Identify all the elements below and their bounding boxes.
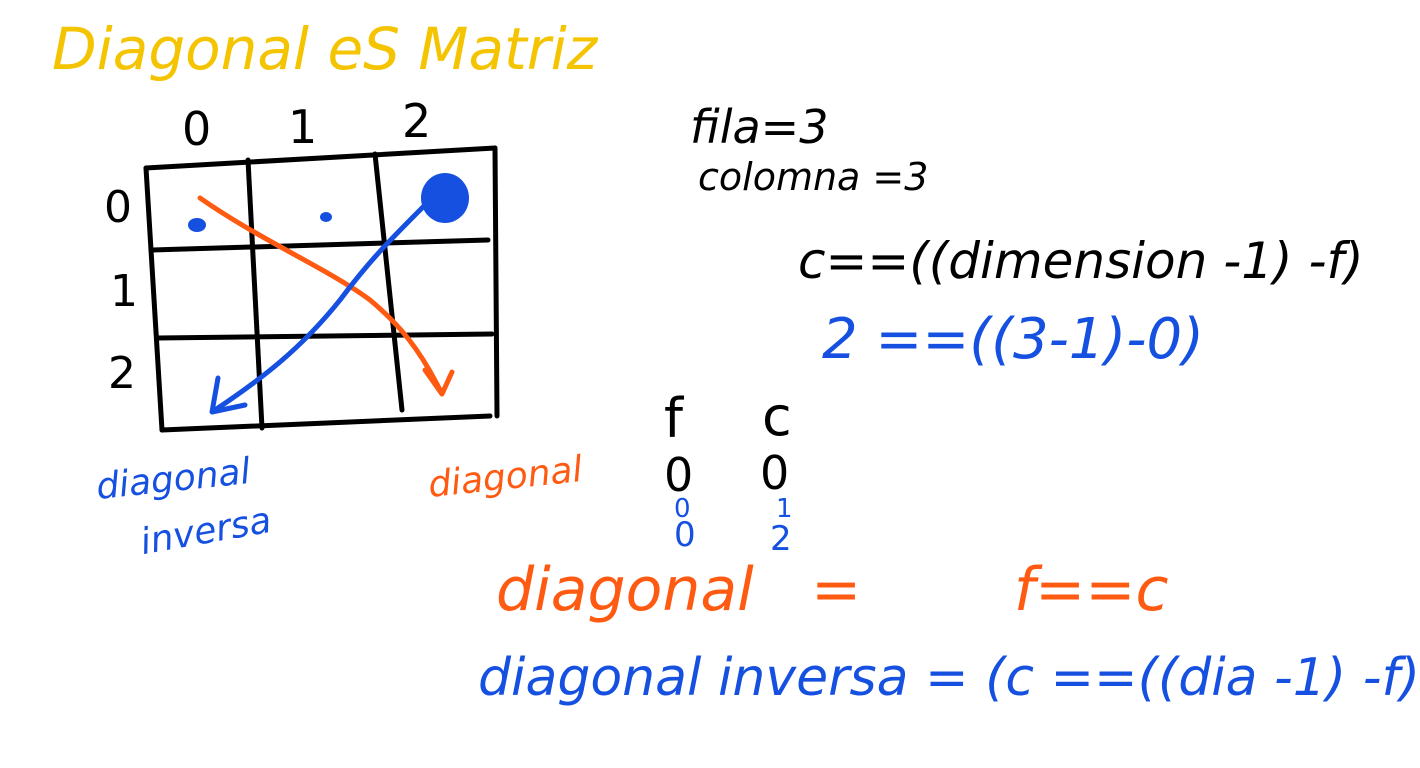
table-row-0-f: 0: [664, 448, 694, 502]
matrix-grid: [143, 145, 500, 433]
table-header-f: f: [664, 387, 684, 450]
dot-0-2: [421, 173, 469, 223]
grid-col-line-2: [372, 151, 405, 413]
diagonal-inversa-arrow: [209, 202, 428, 415]
row-label-2: 2: [108, 348, 136, 399]
row-label-1: 1: [110, 266, 138, 317]
table-row-0-c: 0: [760, 446, 790, 500]
col-label-2: 2: [402, 94, 432, 148]
formula-example: 2 ==((3-1)-0): [822, 307, 1204, 372]
table-row-2-f: 0: [674, 515, 696, 555]
dot-0-0: [188, 218, 206, 232]
equation-diagonal: diagonal = f==c: [496, 555, 1169, 625]
formula-general: c==((dimension -1) -f): [798, 232, 1364, 290]
grid-top-border: [143, 145, 498, 171]
equation-diagonal-inversa: diagonal inversa = (c ==((dia -1) -f): [478, 648, 1420, 708]
table-row-1-c: 1: [776, 494, 793, 524]
fila-text: fila=3: [690, 100, 829, 154]
table-header-c: c: [762, 385, 792, 448]
table-row-1-f: 0: [674, 494, 691, 524]
col-label-0: 0: [182, 102, 212, 156]
col-label-1: 1: [288, 100, 318, 154]
grid-bottom-border: [159, 413, 493, 433]
grid-right-border: [492, 145, 500, 419]
matrix-drawing: [143, 145, 500, 433]
matrix-dots: [188, 173, 469, 232]
grid-col-line-1: [245, 157, 265, 431]
dot-0-1: [320, 212, 332, 222]
table-row-2-c: 2: [770, 519, 792, 559]
colomna-text: colomna =3: [698, 155, 929, 199]
grid-row-line-2: [155, 331, 495, 341]
grid-left-border: [143, 165, 165, 433]
grid-row-line-1: [149, 237, 491, 253]
row-label-0: 0: [104, 182, 132, 233]
diagonal-arrow: [197, 195, 455, 397]
page-title: Diagonal eS Matriz: [52, 15, 598, 83]
